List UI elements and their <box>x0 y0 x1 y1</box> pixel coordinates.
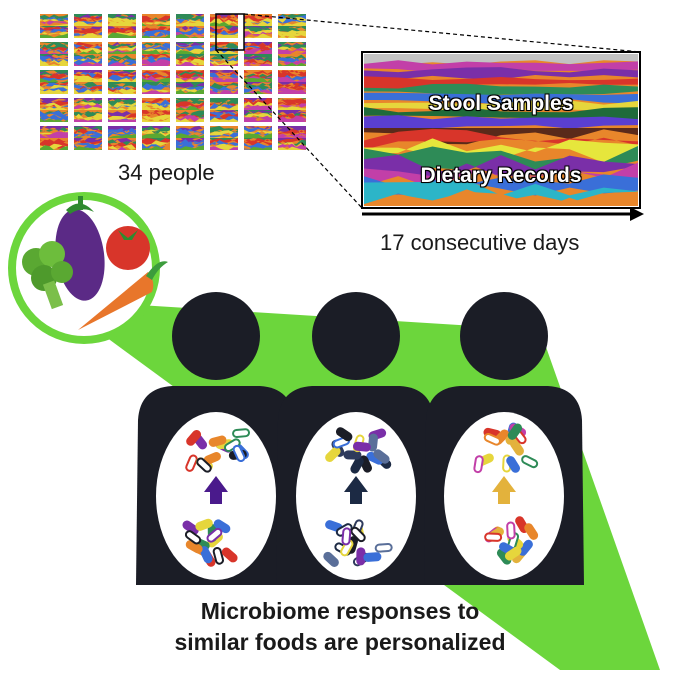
subject-1-silhouette <box>136 292 296 585</box>
zoom-line-bottom <box>215 49 363 209</box>
people-group <box>136 292 584 585</box>
food-circle <box>8 192 168 344</box>
caption: Microbiome responses to similar foods ar… <box>0 596 680 658</box>
carrot-icon <box>78 261 168 330</box>
subject-3-silhouette <box>424 292 584 585</box>
people-grid <box>40 14 306 150</box>
tomato-icon <box>106 226 150 270</box>
zoom-line-top <box>243 13 641 53</box>
subject-1-arrow-up-icon <box>204 476 228 504</box>
zoom-panel-bands <box>364 54 638 206</box>
subject-2-silhouette <box>276 292 436 585</box>
highlight-box <box>215 13 245 51</box>
broccoli-icon <box>22 241 73 310</box>
subject-3-arrow-up-icon <box>492 476 516 504</box>
caption-line-1: Microbiome responses to <box>200 598 480 624</box>
subject-2-arrow-up-icon <box>344 476 368 504</box>
people-count-label: 34 people <box>118 160 215 185</box>
caption-line-2: similar foods are personalized <box>174 629 506 655</box>
days-axis-arrowhead <box>630 207 644 221</box>
days-label: 17 consecutive days <box>380 230 580 255</box>
zoom-panel-labels: Stool Samples Dietary Records <box>364 54 638 206</box>
stool-samples-label: Stool Samples <box>428 92 574 115</box>
dietary-records-label: Dietary Records <box>420 164 582 187</box>
